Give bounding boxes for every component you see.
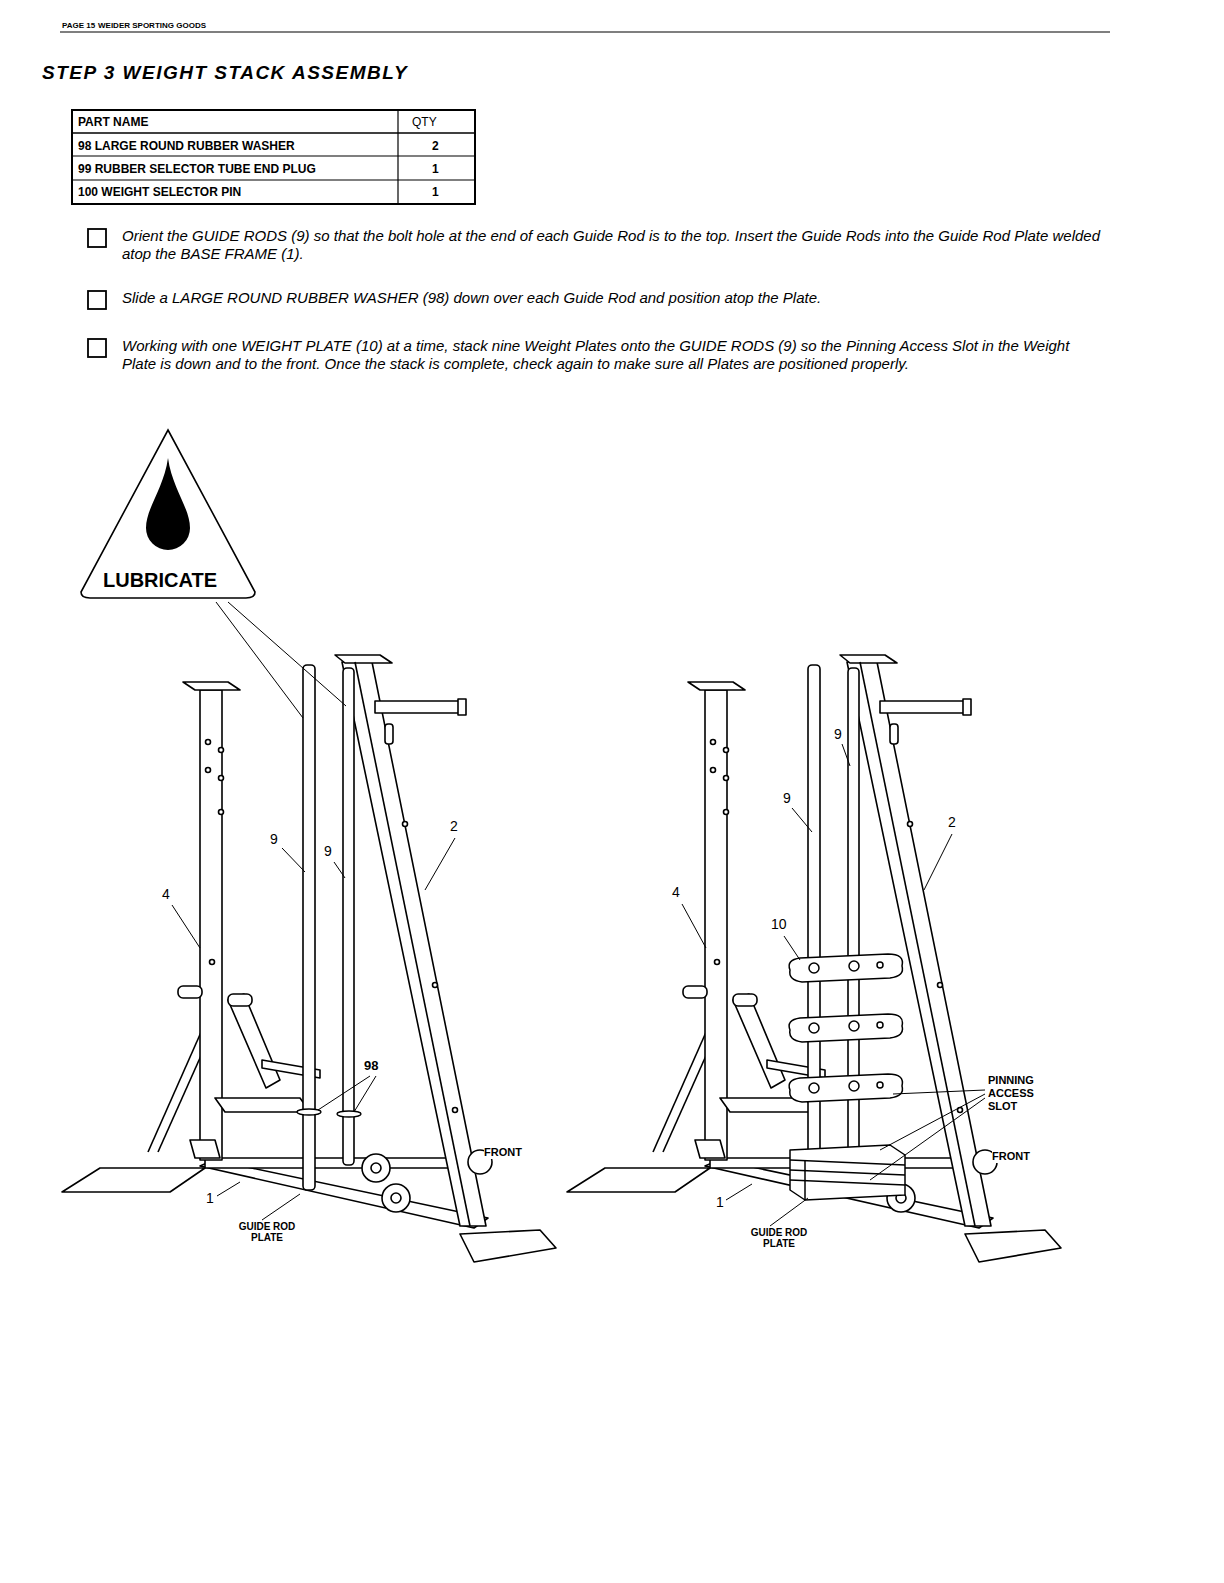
instruction: Working with one WEIGHT PLATE (10) at a …: [122, 337, 1102, 373]
table-header: PART NAME: [78, 115, 148, 129]
callout-number: 10: [771, 916, 787, 933]
callout-number: 9: [834, 726, 842, 743]
callout-number: 1: [206, 1190, 214, 1207]
callout-number: 2: [948, 814, 956, 831]
callout-number: 9: [783, 790, 791, 807]
direction-label: FRONT: [992, 1150, 1030, 1163]
instruction: Slide a LARGE ROUND RUBBER WASHER (98) d…: [122, 289, 1102, 307]
part-label: GUIDE ROD PLATE: [744, 1228, 814, 1249]
oil-drop-icon: [146, 458, 190, 550]
callout-number: 4: [672, 884, 680, 901]
table-cell: 2: [432, 139, 439, 153]
page-number: PAGE 15: [62, 21, 95, 31]
callout-number: 2: [450, 818, 458, 835]
publisher: WEIDER SPORTING GOODS: [98, 21, 206, 31]
part-label: PINNING ACCESS SLOT: [988, 1074, 1048, 1114]
triangle-shape: [81, 430, 255, 598]
warning-label: LUBRICATE: [103, 569, 217, 592]
step-title: STEP 3 WEIGHT STACK ASSEMBLY: [42, 62, 408, 84]
callout-number: 98: [364, 1058, 378, 1074]
table-cell: 1: [432, 162, 439, 176]
table-cell: 100 WEIGHT SELECTOR PIN: [78, 185, 241, 199]
part-label: GUIDE ROD PLATE: [232, 1222, 302, 1243]
direction-label: FRONT: [484, 1146, 522, 1159]
table-header: QTY: [412, 115, 437, 129]
table-cell: 98 LARGE ROUND RUBBER WASHER: [78, 139, 295, 153]
instruction: Orient the GUIDE RODS (9) so that the bo…: [122, 227, 1102, 263]
callout-number: 4: [162, 886, 170, 903]
callout-number: 1: [716, 1194, 724, 1211]
warning-triangle: LUBRICATE: [78, 428, 258, 600]
table-cell: 99 RUBBER SELECTOR TUBE END PLUG: [78, 162, 316, 176]
table-cell: 1: [432, 185, 439, 199]
callout-number: 9: [270, 831, 278, 848]
callout-number: 9: [324, 843, 332, 860]
